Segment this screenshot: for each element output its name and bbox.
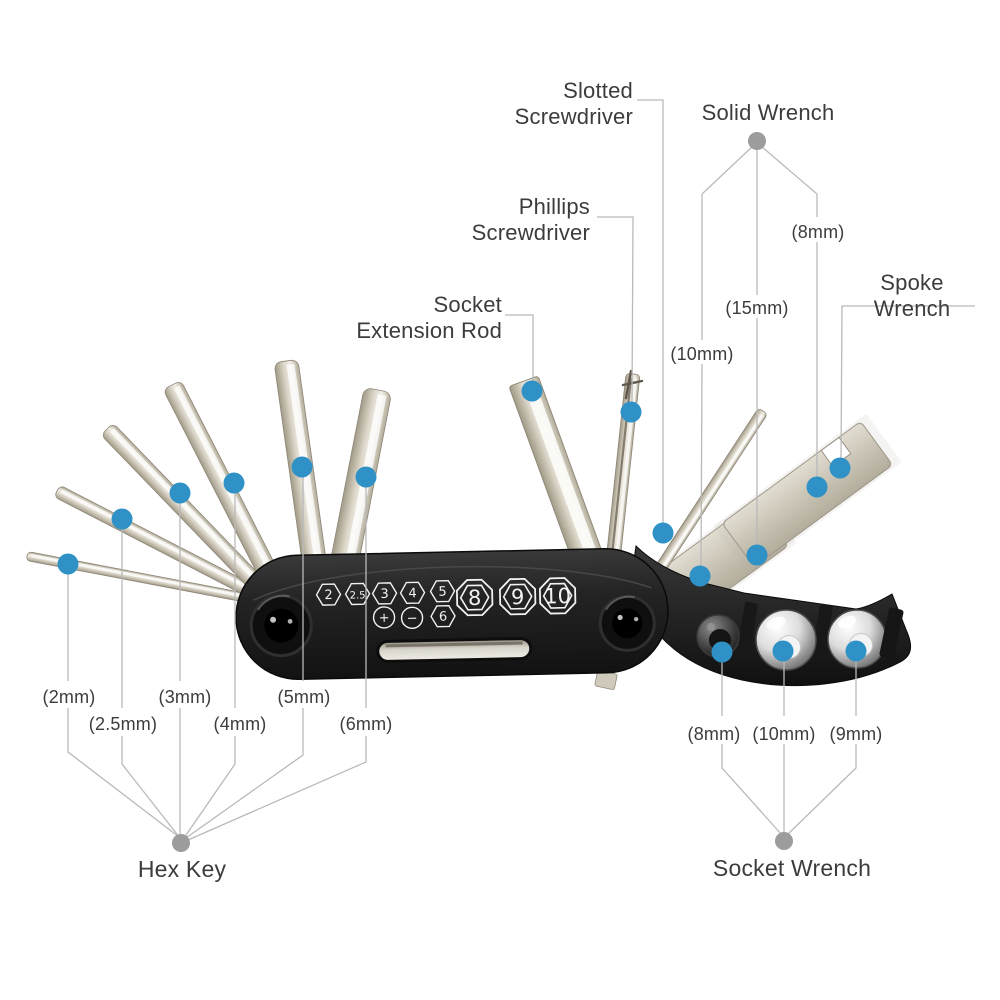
marking-6: 6 xyxy=(430,604,456,628)
label-size-8mm-bottom: (8mm) xyxy=(687,724,741,744)
blue-marker-dot xyxy=(806,476,828,498)
phillips-screwdriver-tool xyxy=(604,369,644,573)
label-size-10mm-bottom: (10mm) xyxy=(752,724,816,744)
marking-9: 9 xyxy=(498,577,537,616)
marking-text: 4 xyxy=(408,586,417,601)
marking-4: 4 xyxy=(399,581,426,605)
blue-marker-dot xyxy=(169,482,191,504)
gray-marker-dot xyxy=(748,132,766,150)
label-size-6mm: (6mm) xyxy=(339,714,393,734)
label-size-2-5mm: (2.5mm) xyxy=(88,714,158,734)
blue-marker-dot xyxy=(772,640,794,662)
label-size-5mm: (5mm) xyxy=(277,687,331,707)
marking-8: 8 xyxy=(456,578,494,617)
blue-marker-dot xyxy=(746,544,768,566)
blue-marker-dot xyxy=(620,401,642,423)
marking-text: 2.5 xyxy=(350,590,366,601)
leader-line xyxy=(786,744,857,836)
blue-marker-dot xyxy=(829,457,851,479)
marking-text: 5 xyxy=(438,585,447,600)
marking-2: 2 xyxy=(315,583,342,606)
body-size-markings: 2 2.5 3 4 5 + − 6 8 9 10 xyxy=(315,577,577,630)
marking-text: 3 xyxy=(380,587,389,602)
marking-−: − xyxy=(400,606,424,630)
leader-line xyxy=(121,736,181,839)
marking-text: 6 xyxy=(439,610,448,625)
leader-line xyxy=(183,736,236,839)
blue-marker-dot xyxy=(223,472,245,494)
label-size-2mm: (2mm) xyxy=(42,687,96,707)
leader-line xyxy=(700,363,703,570)
leader-line xyxy=(67,708,180,838)
marking-text: − xyxy=(406,611,417,626)
leader-line xyxy=(840,305,975,462)
blue-marker-dot xyxy=(711,641,733,663)
marking-2.5: 2.5 xyxy=(344,582,371,606)
leader-line xyxy=(185,708,304,839)
label-size-4mm: (4mm) xyxy=(213,714,267,734)
marking-text: 10 xyxy=(544,584,571,609)
leader-line xyxy=(187,736,367,841)
hex-key-2-5mm xyxy=(55,486,268,604)
gray-marker-dot xyxy=(775,832,793,850)
marking-3: 3 xyxy=(371,582,398,605)
blue-marker-dot xyxy=(57,553,79,575)
label-spoke-wrench: Spoke Wrench xyxy=(873,270,951,321)
marking-text: 8 xyxy=(468,586,482,610)
hex-key-2mm xyxy=(26,551,269,607)
pivot-bolt-left xyxy=(249,594,313,658)
leader-line xyxy=(505,314,534,383)
marking-text: 9 xyxy=(511,585,525,609)
leader-line xyxy=(760,145,818,217)
blue-marker-dot xyxy=(652,522,674,544)
label-hex-key: Hex Key xyxy=(137,856,227,882)
label-phillips-screwdriver: Phillips Screwdriver xyxy=(471,194,590,245)
label-solid-wrench: Solid Wrench xyxy=(701,100,835,125)
blue-marker-dot xyxy=(521,380,543,402)
label-slotted-screwdriver: Slotted Screwdriver xyxy=(514,78,633,129)
pivot-bolt-right xyxy=(598,594,656,652)
leader-line xyxy=(637,99,664,526)
label-size-10mm-top: (10mm) xyxy=(670,344,734,364)
blue-marker-dot xyxy=(291,456,313,478)
marking-+: + xyxy=(372,606,396,629)
socket-clip xyxy=(812,603,833,657)
marking-10: 10 xyxy=(538,577,577,615)
gray-marker-dot xyxy=(172,834,190,852)
hex-key-3mm xyxy=(102,425,275,602)
leader-line xyxy=(597,216,634,406)
marking-text: + xyxy=(378,611,389,626)
blue-marker-dot xyxy=(689,565,711,587)
blue-marker-dot xyxy=(355,466,377,488)
label-size-15mm: (15mm) xyxy=(725,298,789,318)
label-size-8mm-top: (8mm) xyxy=(791,222,845,242)
label-size-3mm: (3mm) xyxy=(158,687,212,707)
leader-line xyxy=(701,145,754,340)
label-socket-wrench: Socket Wrench xyxy=(712,855,872,881)
marking-text: 2 xyxy=(324,588,333,603)
socket-9mm xyxy=(827,609,887,669)
tool-body: 2 2.5 3 4 5 + − 6 8 9 10 xyxy=(235,548,669,680)
label-size-9mm: (9mm) xyxy=(829,724,883,744)
marking-5: 5 xyxy=(429,579,456,603)
socket-clip xyxy=(737,601,758,655)
leader-line xyxy=(721,744,783,836)
label-socket-extension-rod: Socket Extension Rod xyxy=(356,292,502,343)
socket-clip xyxy=(879,607,904,659)
blue-marker-dot xyxy=(111,508,133,530)
blue-marker-dot xyxy=(845,640,867,662)
